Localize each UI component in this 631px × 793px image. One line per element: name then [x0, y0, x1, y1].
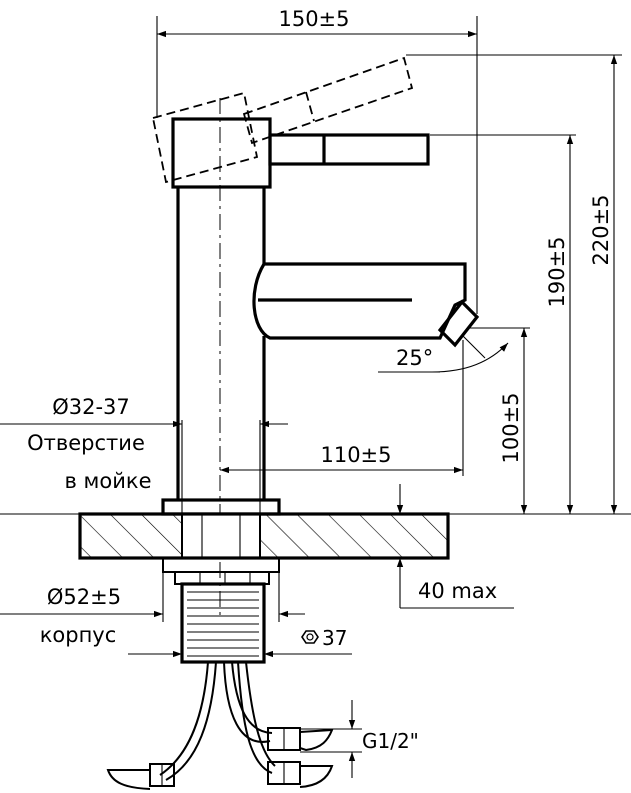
dimension-spout-height-label: 100±5 — [499, 392, 523, 463]
dimension-total-height-label: 220±5 — [589, 194, 613, 265]
body-label: корпус — [40, 623, 117, 647]
deck-thickness-label: 40 max — [418, 579, 497, 603]
dimension-spout-angle-label: 25° — [396, 346, 433, 370]
body-diameter-label: Ø52±5 — [47, 585, 121, 609]
sink-deck — [0, 512, 631, 560]
dimension-handle-height — [430, 134, 576, 514]
thread-label: G1/2" — [362, 729, 419, 753]
hole-label-line1: Отверстие — [27, 431, 145, 455]
dimension-spout-reach-label: 110±5 — [320, 443, 391, 467]
hex-nut-icon — [301, 630, 319, 644]
dimension-overall-width — [156, 16, 478, 314]
handle-raised-outline — [151, 56, 414, 184]
dimension-body-diameter — [0, 572, 305, 622]
dimension-thread — [300, 700, 362, 778]
faucet-body — [161, 98, 480, 620]
hole-diameter-label: Ø32-37 — [52, 395, 130, 419]
hole-label-line2: в мойке — [65, 469, 152, 493]
dimension-spout-angle — [378, 334, 509, 373]
dimension-overall-width-label: 150±5 — [278, 7, 349, 31]
mounting-hardware — [162, 557, 280, 664]
dimension-hex-size — [128, 630, 352, 658]
dimension-hole-diameter — [0, 420, 288, 514]
dimension-total-height — [406, 54, 622, 514]
dimension-handle-height-label: 190±5 — [545, 236, 569, 307]
dimension-spout-height — [470, 327, 530, 514]
dimension-deck-thickness — [396, 484, 514, 609]
hex-size-label: 37 — [322, 626, 347, 650]
supply-hoses — [106, 661, 334, 790]
